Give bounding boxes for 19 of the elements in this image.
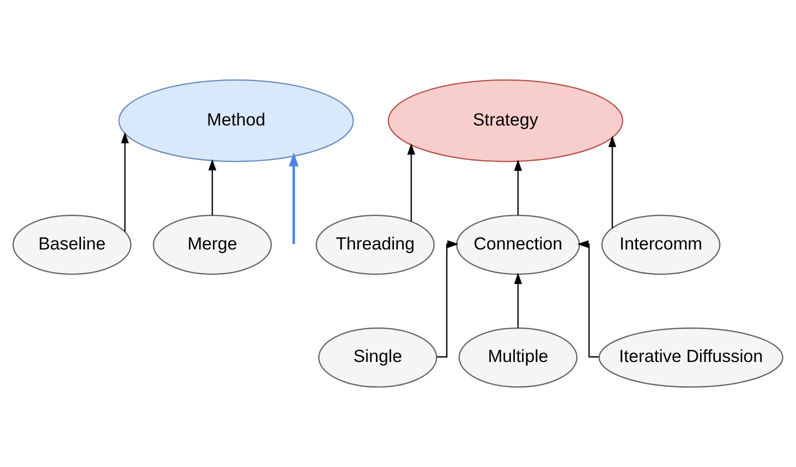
arrow — [577, 240, 599, 358]
arrow — [436, 240, 459, 358]
node-ellipse: Intercomm — [601, 214, 720, 275]
node-ellipse: Strategy — [388, 79, 624, 162]
node-ellipse: Baseline — [12, 214, 132, 275]
node-ellipse: Connection — [456, 214, 580, 275]
node-ellipse: Iterative Diffussion — [598, 327, 784, 388]
arrow — [120, 132, 129, 232]
arrow — [208, 159, 216, 216]
node-ellipse: Merge — [152, 214, 272, 275]
node-ellipse: Threading — [316, 214, 435, 275]
arrow — [514, 272, 522, 328]
arrow — [608, 136, 616, 228]
node-ellipse: Method — [118, 79, 354, 162]
arrow — [514, 160, 522, 216]
node-ellipse: Multiple — [458, 327, 578, 388]
node-ellipse: Single — [318, 327, 438, 388]
arrow — [407, 143, 416, 222]
arrow — [288, 152, 299, 244]
